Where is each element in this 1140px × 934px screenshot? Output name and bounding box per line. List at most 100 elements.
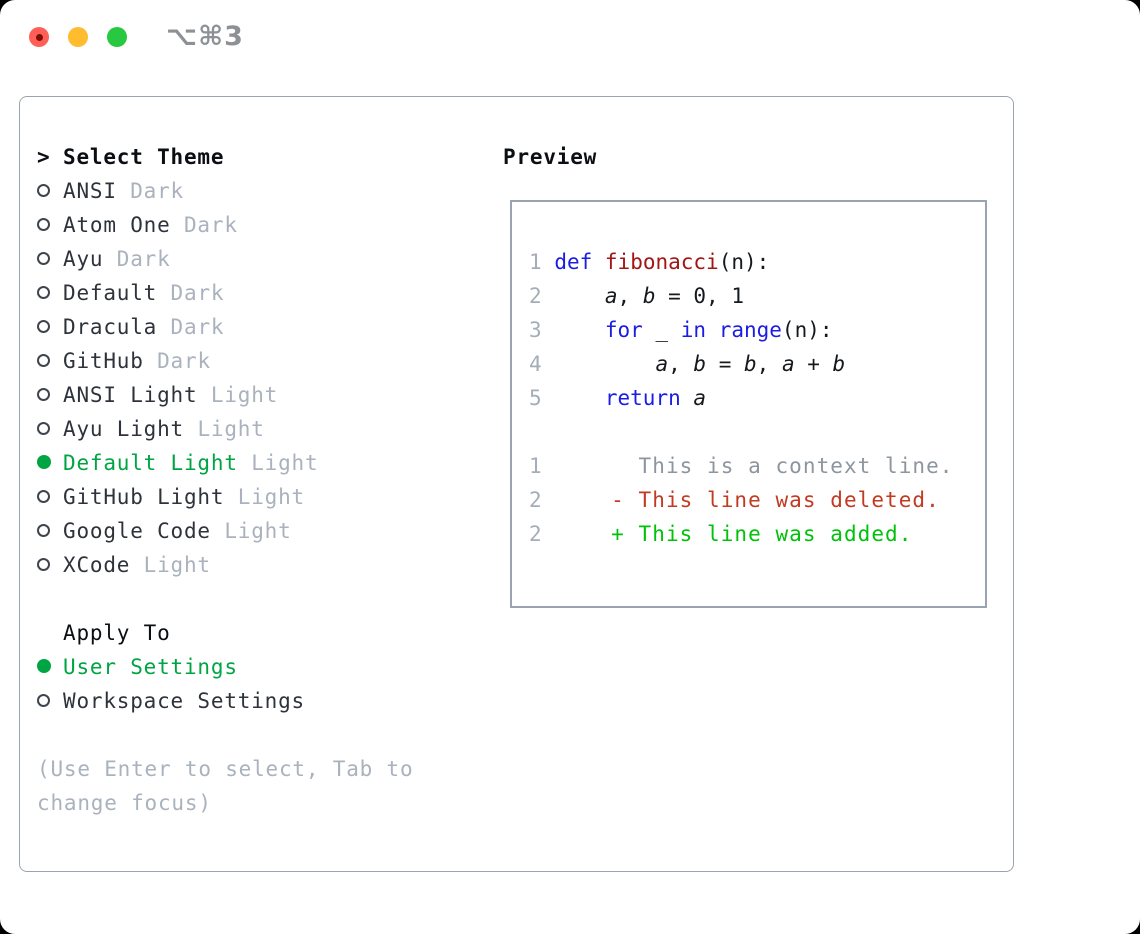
apply-to-header-row: Apply To <box>37 616 413 650</box>
spacer <box>37 718 413 752</box>
preview-line: 2 + This line was added. <box>529 517 985 551</box>
preview-line: 2 a, b = 0, 1 <box>529 279 985 313</box>
theme-option-label: GitHub <box>63 349 144 373</box>
theme-option-variant: Dark <box>157 281 225 305</box>
line-content: a, b = 0, 1 <box>604 284 744 308</box>
radio-icon <box>37 523 50 537</box>
theme-option-label: Atom One <box>63 213 171 237</box>
preview-line: 1 def fibonacci(n): <box>529 245 985 279</box>
radio-icon <box>37 489 50 503</box>
theme-option-dracula[interactable]: Dracula Dark <box>37 310 413 344</box>
preview-line: 3 for _ in range(n): <box>529 313 985 347</box>
line-content: - This line was deleted. <box>542 488 940 512</box>
theme-option-ansi[interactable]: ANSI Dark <box>37 174 413 208</box>
selection-cursor-icon: > <box>37 145 51 169</box>
preview-line <box>529 415 985 449</box>
theme-option-atom-one[interactable]: Atom One Dark <box>37 208 413 242</box>
theme-option-xcode[interactable]: XCode Light <box>37 548 413 582</box>
radio-icon <box>37 455 51 469</box>
theme-option-label: Default Light <box>63 451 238 475</box>
line-number: 4 <box>529 352 542 376</box>
line-number: 1 <box>529 454 543 478</box>
line-content: + This line was added. <box>542 522 913 546</box>
close-button[interactable] <box>29 27 49 47</box>
minimize-button[interactable] <box>68 27 88 47</box>
line-content: def fibonacci(n): <box>554 250 770 274</box>
line-number: 2 <box>529 522 543 546</box>
radio-icon <box>37 285 50 299</box>
radio-icon <box>37 251 50 265</box>
apply-option-user-settings[interactable]: User Settings <box>37 650 413 684</box>
theme-option-variant: Light <box>184 417 265 441</box>
theme-option-label: Dracula <box>63 315 158 339</box>
apply-option-label: Workspace Settings <box>63 689 305 713</box>
preview-line: 5 return a <box>529 381 985 415</box>
radio-icon <box>37 319 50 333</box>
line-content: return a <box>604 386 707 410</box>
theme-option-github-light[interactable]: GitHub Light Light <box>37 480 413 514</box>
theme-option-label: Default <box>63 281 158 305</box>
line-number: 3 <box>529 318 542 342</box>
theme-option-variant: Light <box>224 485 305 509</box>
window-hotkey-label: ⌥⌘3 <box>166 21 244 52</box>
theme-option-google-code[interactable]: Google Code Light <box>37 514 413 548</box>
radio-icon <box>37 659 51 673</box>
line-content: for _ in range(n): <box>604 318 833 342</box>
preview-line: 2 - This line was deleted. <box>529 483 985 517</box>
radio-icon <box>37 387 50 401</box>
theme-option-label: XCode <box>63 553 131 577</box>
theme-option-variant: Dark <box>103 247 171 271</box>
line-number: 1 <box>529 250 542 274</box>
title-bar: ⌥⌘3 <box>0 0 1140 96</box>
theme-option-default[interactable]: Default Dark <box>37 276 413 310</box>
spacer <box>37 582 413 616</box>
theme-option-ayu-light[interactable]: Ayu Light Light <box>37 412 413 446</box>
radio-icon <box>37 217 50 231</box>
apply-option-label: User Settings <box>63 655 238 679</box>
theme-option-label: Google Code <box>63 519 211 543</box>
preview-line: 4 a, b = b, a + b <box>529 347 985 381</box>
theme-option-variant: Light <box>130 553 211 577</box>
theme-option-ansi-light[interactable]: ANSI Light Light <box>37 378 413 412</box>
line-number: 5 <box>529 386 542 410</box>
radio-icon <box>37 183 50 197</box>
theme-header-row: > Select Theme <box>37 140 413 174</box>
theme-option-variant: Dark <box>116 179 184 203</box>
radio-icon <box>37 353 50 367</box>
hint-line-1: (Use Enter to select, Tab to <box>37 757 414 781</box>
close-dot-icon <box>35 33 43 41</box>
theme-option-default-light[interactable]: Default Light Light <box>37 446 413 480</box>
radio-icon <box>37 421 50 435</box>
line-content: This is a context line. <box>542 454 954 478</box>
theme-option-variant: Dark <box>170 213 238 237</box>
theme-option-label: GitHub Light <box>63 485 225 509</box>
zoom-button[interactable] <box>107 27 127 47</box>
line-number: 2 <box>529 284 542 308</box>
line-content: a, b = b, a + b <box>655 352 846 376</box>
preview-line: 1 This is a context line. <box>529 449 985 483</box>
theme-option-ayu[interactable]: Ayu Dark <box>37 242 413 276</box>
line-number: 2 <box>529 488 543 512</box>
preview-title: Preview <box>503 145 598 169</box>
theme-option-label: ANSI Light <box>63 383 198 407</box>
apply-to-header-label: Apply To <box>63 621 171 645</box>
theme-option-variant: Light <box>210 519 292 543</box>
hint-line-2: change focus) <box>37 791 212 815</box>
radio-icon <box>37 557 50 571</box>
radio-icon <box>37 693 50 707</box>
theme-option-variant: Light <box>237 451 319 475</box>
theme-header-label: Select Theme <box>63 145 225 169</box>
theme-option-label: Ayu <box>63 247 104 271</box>
traffic-lights <box>29 27 127 47</box>
theme-option-variant: Light <box>197 383 279 407</box>
theme-option-variant: Dark <box>143 349 211 373</box>
apply-option-workspace-settings[interactable]: Workspace Settings <box>37 684 413 718</box>
theme-option-github[interactable]: GitHub Dark <box>37 344 413 378</box>
theme-option-variant: Dark <box>157 315 225 339</box>
theme-option-label: Ayu Light <box>63 417 184 441</box>
